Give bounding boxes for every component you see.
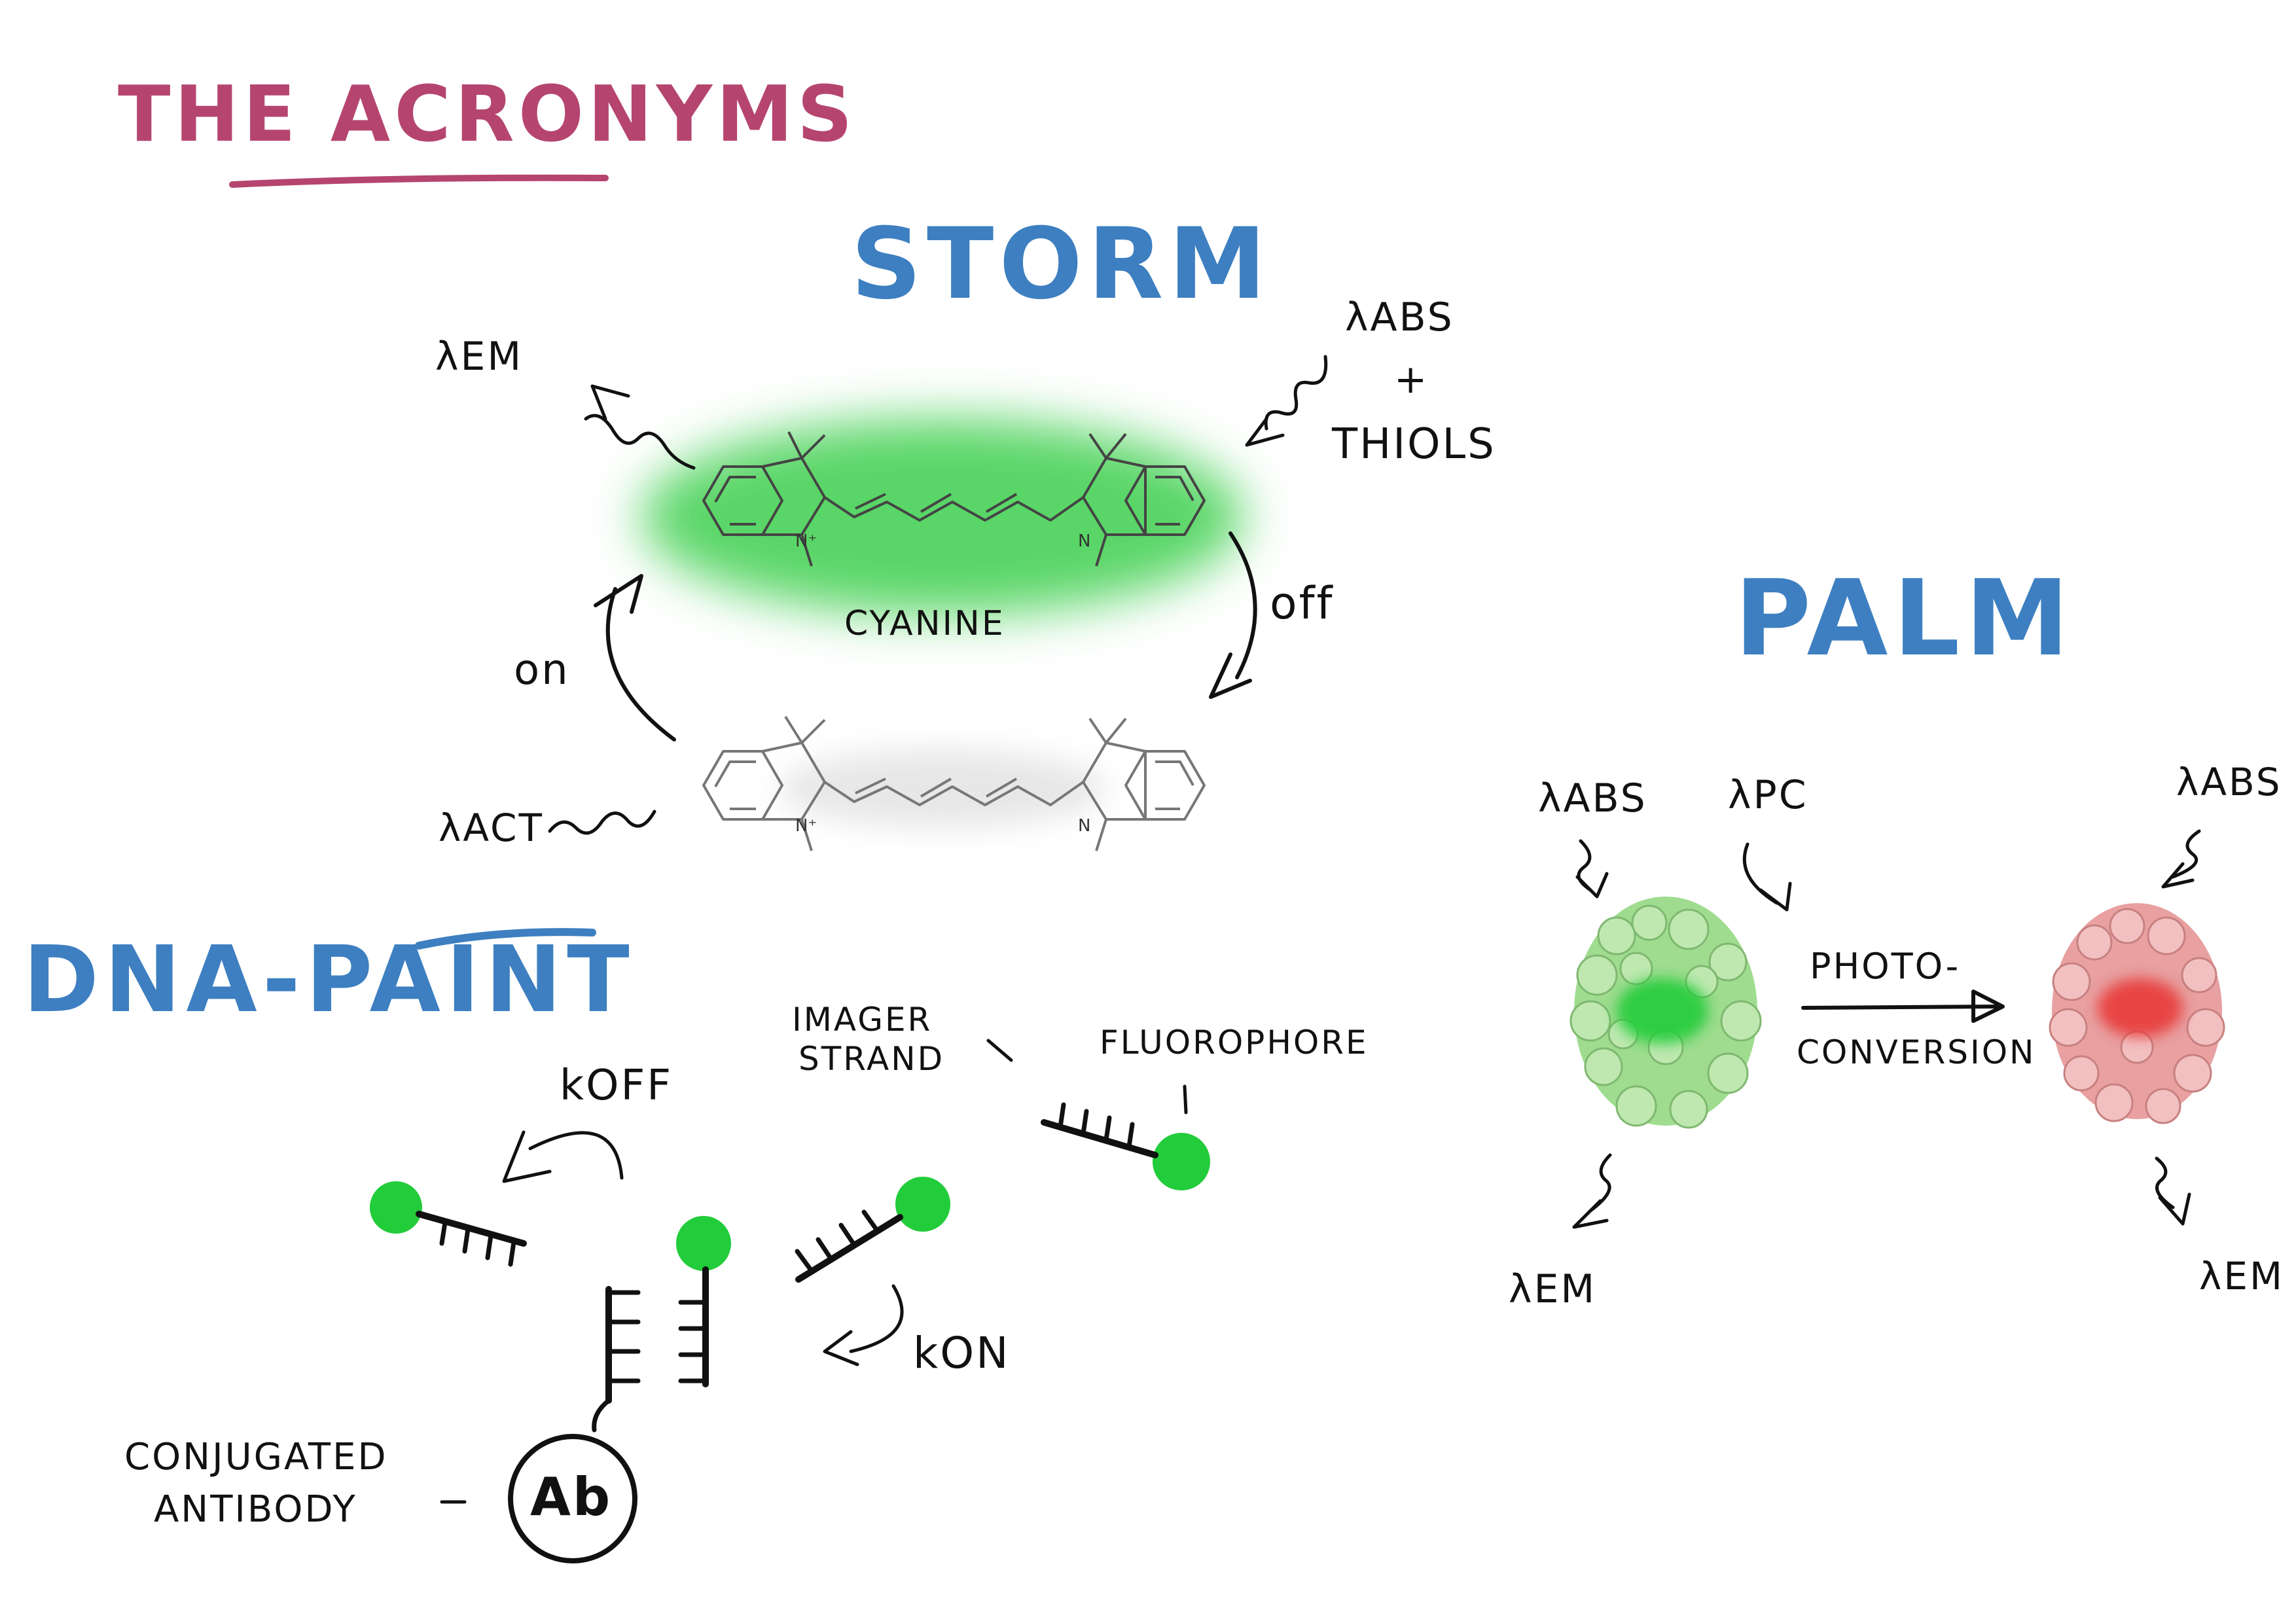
k-off-label: kOFF (560, 1061, 673, 1110)
page-title: THE ACRONYMS (118, 69, 857, 159)
storm-section: STORM N⁺ N (435, 207, 1496, 851)
red-fluorescent-protein (2049, 903, 2225, 1124)
storm-plus: + (1394, 357, 1429, 402)
storm-lambda-act: λACT (439, 806, 544, 850)
conjugated-antibody-label-line1: CONJUGATED (124, 1436, 388, 1478)
palm-pc-arrowhead (1759, 882, 1792, 912)
on-curve-arrow (605, 587, 676, 741)
dna-paint-section: DNA-PAINT kOFF Ab (23, 927, 1369, 1563)
palm-lambda-em-left: λEM (1509, 1266, 1596, 1312)
palm-abs-right-wave (2171, 829, 2201, 879)
palm-lambda-abs-right: λABS (2176, 760, 2282, 804)
photoconversion-label-line2: CONVERSION (1797, 1033, 2036, 1071)
n-plus-label-left-off: N⁺ (795, 816, 817, 836)
fluorophore-dot (370, 1181, 422, 1234)
storm-lambda-abs: λABS (1345, 294, 1454, 340)
conjugated-antibody-label-line2: ANTIBODY (154, 1488, 357, 1531)
imager-strand-label-line2: STRAND (798, 1040, 944, 1078)
imager-strand-label-line1: IMAGER (792, 1001, 932, 1039)
imager-strand-pointer (986, 1039, 1013, 1062)
photoconversion-label-line1: PHOTO- (1810, 946, 1960, 987)
k-off-arrow (528, 1131, 624, 1180)
palm-lambda-abs-left: λABS (1538, 776, 1647, 821)
approaching-imager-strand (795, 1177, 950, 1283)
green-chromophore (1617, 978, 1708, 1044)
palm-lambda-pc: λPC (1728, 772, 1808, 818)
palm-em-left-arrowhead (1572, 1199, 1609, 1229)
dna-paint-heading: DNA-PAINT (23, 927, 635, 1033)
docking-strand-complex: Ab (508, 1216, 731, 1563)
n-label-right-off: N (1078, 816, 1090, 836)
n-plus-label-left: N⁺ (795, 531, 817, 551)
dna-paint-heading-stroke (415, 928, 596, 950)
title-underline (229, 174, 609, 188)
palm-lambda-em-right: λEM (2199, 1254, 2284, 1298)
palm-pc-arrow (1742, 842, 1779, 905)
storm-lambda-em: λEM (435, 334, 523, 380)
k-on-arrowhead (823, 1330, 859, 1366)
activation-wave (548, 810, 656, 835)
palm-em-left-wave (1588, 1153, 1612, 1213)
red-chromophore (2098, 978, 2183, 1037)
free-fluorophore-dot (1153, 1133, 1210, 1190)
palm-section: PALM λABS (1509, 557, 2284, 1312)
n-label-right: N (1078, 531, 1090, 551)
k-on-arrow (849, 1284, 904, 1353)
photoconversion-arrowhead (1971, 990, 2005, 1023)
storm-on-label: on (514, 646, 570, 694)
off-arrowhead (1209, 652, 1252, 699)
cyanine-label: CYANINE (844, 604, 1005, 643)
antibody-label: Ab (530, 1467, 612, 1527)
palm-heading: PALM (1734, 557, 2075, 679)
fluorophore-pointer (1183, 1084, 1188, 1115)
absorption-wave-arrow (1264, 355, 1328, 431)
off-curve-arrow (1229, 531, 1257, 679)
green-fluorescent-protein (1570, 897, 1762, 1129)
emission-wave-arrow (584, 414, 696, 470)
cyanine-off-molecule: N⁺ N (702, 715, 1206, 851)
cyanine-off-haze (779, 749, 1106, 828)
palm-em-right-wave (2155, 1156, 2175, 1209)
antibody-circle (508, 1434, 637, 1563)
storm-heading: STORM (851, 207, 1272, 321)
photoconversion-arrow (1801, 1005, 1998, 1010)
emission-arrowhead (590, 384, 630, 421)
cyanine-glow (641, 419, 1244, 615)
approaching-fluorophore-dot (895, 1177, 950, 1232)
storm-thiols: THIOLS (1331, 420, 1496, 469)
on-arrowhead (594, 574, 643, 614)
page-title-group: THE ACRONYMS (118, 69, 857, 188)
released-imager-strand (370, 1181, 527, 1267)
palm-abs-right-arrowhead (2161, 862, 2195, 889)
free-imager-strand (1041, 1102, 1210, 1190)
fluorophore-label: FLUOROPHORE (1100, 1024, 1369, 1061)
k-off-arrowhead (502, 1130, 552, 1183)
palm-em-right-arrowhead (2158, 1192, 2191, 1226)
k-on-label: kON (913, 1328, 1011, 1378)
absorption-arrowhead (1245, 417, 1285, 447)
bound-fluorophore-dot (676, 1216, 731, 1271)
palm-abs-left-arrowhead (1575, 872, 1609, 899)
cyanine-on-molecule: N⁺ N (702, 431, 1206, 567)
storm-off-label: off (1270, 578, 1334, 630)
